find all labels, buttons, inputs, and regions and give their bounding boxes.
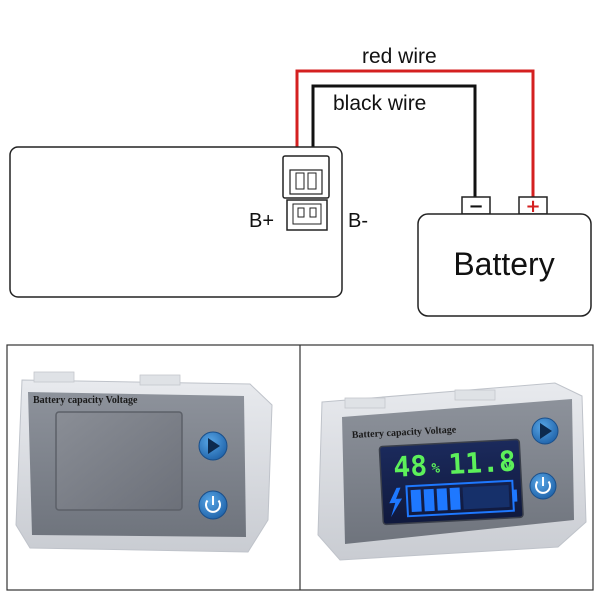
red-wire	[295, 69, 535, 200]
lightning-icon	[389, 487, 403, 518]
device-off-lcd	[55, 411, 183, 511]
battery-negative-symbol: −	[468, 196, 483, 217]
lcd-percent-value: 48	[393, 449, 428, 484]
lcd-voltage-value: 11.8	[447, 445, 516, 481]
lcd-battery-segment	[436, 488, 448, 511]
device-on-photo: Battery capacity Voltage 48 % 11.8 v	[317, 382, 587, 561]
lcd-battery-nub	[512, 489, 518, 502]
photo-panels: Battery capacity Voltage Ba	[6, 344, 594, 591]
battery-positive-symbol: +	[525, 196, 540, 217]
device-off-play-button[interactable]	[198, 431, 228, 461]
connector-plug	[282, 155, 330, 199]
lcd-percent-unit: %	[431, 460, 441, 476]
terminal-positive-label: B+	[249, 210, 274, 232]
power-icon	[205, 496, 221, 513]
play-icon	[540, 423, 552, 439]
lcd-battery-segment	[410, 489, 422, 513]
wiring-diagram: red wire black wire B+ B- − + Battery	[9, 45, 592, 317]
connector-socket	[286, 199, 328, 231]
device-off-power-button[interactable]	[198, 490, 228, 520]
device-on-lcd: 48 % 11.8 v	[378, 438, 524, 526]
lcd-battery-segment	[423, 488, 435, 512]
black-wire-label: black wire	[333, 92, 426, 115]
black-wire	[311, 84, 477, 200]
monitor-module-box	[9, 146, 343, 298]
device-on-power-button[interactable]	[529, 472, 557, 500]
red-wire-label: red wire	[362, 45, 437, 68]
power-icon	[535, 477, 551, 494]
play-icon	[208, 438, 220, 454]
device-on-play-button[interactable]	[531, 417, 559, 445]
lcd-battery-segment-dim	[462, 484, 510, 510]
lcd-voltage-unit: v	[504, 458, 512, 472]
terminal-negative-label: B-	[348, 210, 368, 232]
battery-body	[417, 213, 592, 317]
battery-label: Battery	[453, 246, 554, 282]
lcd-battery-segment	[449, 487, 461, 511]
device-off-title: Battery capacity Voltage	[33, 395, 138, 406]
battery: − + Battery	[417, 196, 592, 317]
device-on-title: Battery capacity Voltage	[352, 425, 457, 441]
device-off-photo: Battery capacity Voltage	[15, 371, 273, 553]
